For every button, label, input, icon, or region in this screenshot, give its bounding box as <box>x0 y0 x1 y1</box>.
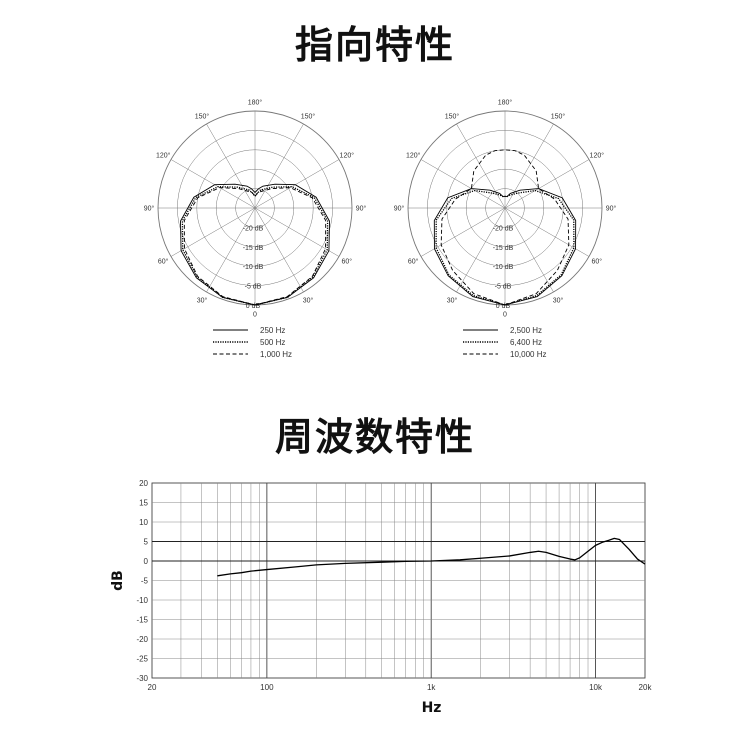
polar-ring-label: -5 dB <box>495 284 512 291</box>
polar-angle-label: 60° <box>158 258 169 266</box>
polar-angle-label: 180° <box>498 99 513 107</box>
polar-chart-left: 180° 150° 150° 120° 120° 90° 90° 60° 60° 30° 30° 0 … <box>144 99 367 360</box>
polar-angle-label: 60° <box>408 258 419 266</box>
polar-angle-label: 0 <box>253 312 257 319</box>
polar-series-line <box>180 183 330 306</box>
y-tick-label: 10 <box>139 518 148 527</box>
legend-label: 10,000 Hz <box>510 350 546 359</box>
polar-angle-label: 150° <box>301 113 316 121</box>
polar-ring-label: -20 dB <box>243 225 264 232</box>
polar-chart-right: 180° 150° 150° 120° 120° 90° 90° 60° 60° 30° 30° 0 … <box>394 99 617 360</box>
polar-series-line <box>440 149 570 306</box>
polar-series-line <box>435 189 575 306</box>
polar-legend: 2,500 Hz 6,400 Hz 10,000 Hz <box>463 326 546 359</box>
polar-angle-label: 150° <box>195 113 210 121</box>
y-tick-label: -30 <box>136 674 148 683</box>
legend-label: 1,000 Hz <box>260 350 292 359</box>
polar-ring-label: -20 dB <box>493 225 514 232</box>
polar-ring-label: -5 dB <box>245 284 262 291</box>
y-tick-label: -25 <box>136 655 148 664</box>
polar-angle-label: 60° <box>592 258 603 266</box>
polar-ring-label: 0 dB <box>496 303 511 310</box>
polar-section-title: 指向特性 <box>294 23 455 67</box>
polar-angle-label: 120° <box>340 152 355 160</box>
polar-ring-label: -10 dB <box>243 264 264 271</box>
polar-angle-label: 120° <box>590 152 605 160</box>
polar-angle-label: 150° <box>445 113 460 121</box>
x-axis-label: Hz <box>422 700 442 716</box>
polar-angle-label: 120° <box>156 152 171 160</box>
y-tick-label: -5 <box>141 577 149 586</box>
polar-angle-label: 180° <box>248 99 263 107</box>
polar-angle-label: 60° <box>342 258 353 266</box>
y-tick-label: -15 <box>136 616 148 625</box>
y-tick-label: -10 <box>136 596 148 605</box>
polar-series-group <box>180 183 330 306</box>
legend-label: 2,500 Hz <box>510 326 542 335</box>
polar-grid <box>407 110 603 306</box>
polar-ring-labels: -20 dB -15 dB -10 dB -5 dB 0 dB <box>493 225 514 310</box>
legend-label: 250 Hz <box>260 326 285 335</box>
frequency-section-title: 周波数特性 <box>274 415 475 459</box>
x-tick-labels: 20 100 1k 10k 20k <box>148 683 653 692</box>
polar-grid <box>157 110 353 306</box>
polar-angle-label: 150° <box>551 113 566 121</box>
polar-ring-labels: -20 dB -15 dB -10 dB -5 dB 0 dB <box>243 225 264 310</box>
y-tick-label: 15 <box>139 499 148 508</box>
polar-angle-label: 30° <box>553 296 564 304</box>
polar-ring-label: -15 dB <box>243 245 264 252</box>
polar-series-line <box>183 187 327 306</box>
polar-angle-label: 120° <box>406 152 421 160</box>
polar-angle-label: 30° <box>447 296 458 304</box>
x-tick-label: 20k <box>639 683 653 692</box>
y-tick-label: -20 <box>136 635 148 644</box>
x-tick-label: 1k <box>427 683 436 692</box>
frequency-response-line <box>217 537 646 577</box>
y-tick-labels: 20 15 10 5 0 -5 -10 -15 -20 -25 -30 <box>136 479 148 683</box>
polar-ring-label: 0 dB <box>246 303 261 310</box>
polar-angle-label: 30° <box>303 296 314 304</box>
polar-angle-label: 0 <box>503 312 507 319</box>
y-tick-label: 20 <box>139 479 148 488</box>
polar-ring-label: -15 dB <box>493 245 514 252</box>
polar-legend: 250 Hz 500 Hz 1,000 Hz <box>213 326 292 359</box>
y-axis-label: dB <box>110 570 126 591</box>
polar-series-line <box>181 186 329 306</box>
legend-label: 6,400 Hz <box>510 338 542 347</box>
frequency-series-group <box>217 537 646 577</box>
x-tick-label: 10k <box>589 683 603 692</box>
legend-label: 500 Hz <box>260 338 285 347</box>
polar-ring-label: -10 dB <box>493 264 514 271</box>
polar-series-group <box>433 149 577 306</box>
polar-angle-label: 90° <box>356 205 367 213</box>
polar-angle-label: 30° <box>197 296 208 304</box>
x-tick-label: 100 <box>260 683 274 692</box>
polar-angle-label: 90° <box>394 205 405 213</box>
y-tick-label: 0 <box>144 557 149 566</box>
polar-angle-labels: 180° 150° 150° 120° 120° 90° 90° 60° 60° 30° 30° 0 <box>394 99 617 319</box>
frequency-grid <box>151 482 646 679</box>
polar-angle-label: 90° <box>606 205 617 213</box>
x-tick-label: 20 <box>148 683 157 692</box>
polar-angle-labels: 180° 150° 150° 120° 120° 90° 90° 60° 60° 30° 30° 0 <box>144 99 367 319</box>
y-tick-label: 5 <box>144 538 149 547</box>
polar-angle-label: 90° <box>144 205 155 213</box>
polar-spoke <box>456 123 554 293</box>
polar-spoke <box>206 123 304 293</box>
